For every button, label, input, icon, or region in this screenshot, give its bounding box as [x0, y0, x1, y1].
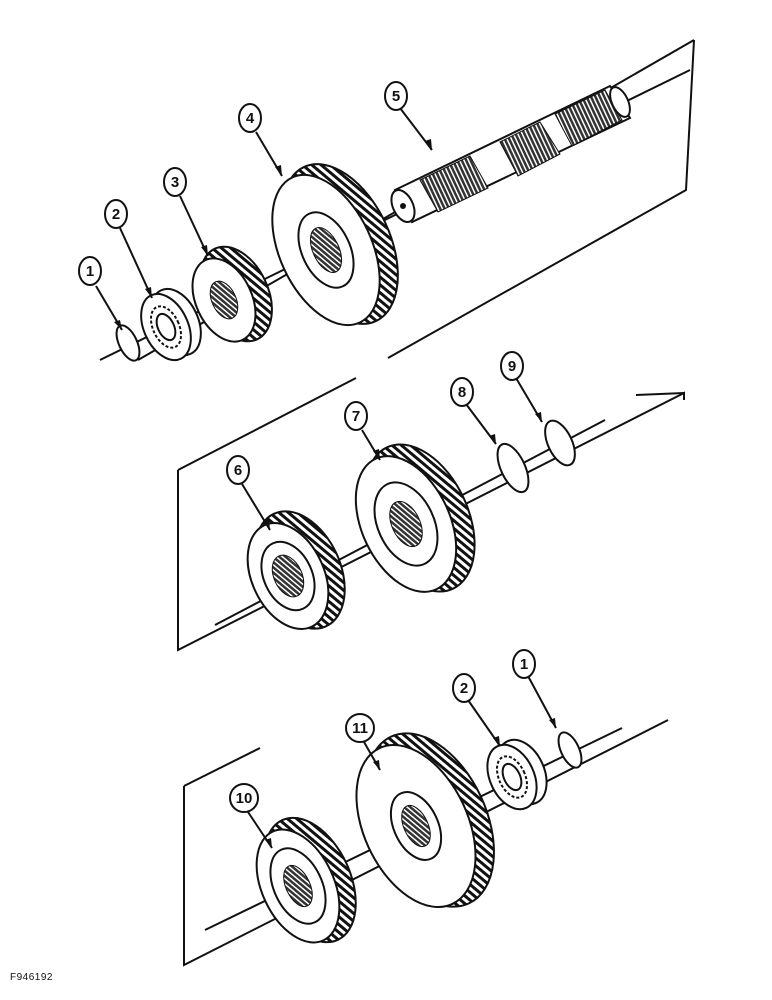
callout-8: 8 [450, 377, 474, 407]
svg-text:7: 7 [352, 408, 360, 425]
plane-line [387, 39, 695, 359]
ball-bearing [486, 738, 548, 811]
gear [354, 443, 476, 593]
svg-text:4: 4 [246, 110, 255, 127]
svg-text:2: 2 [460, 680, 468, 697]
figure-id-label: F946192 [10, 972, 53, 983]
gear [191, 245, 273, 343]
svg-text:1: 1 [86, 263, 94, 280]
plane-line [635, 392, 685, 396]
callout-4: 4 [238, 103, 262, 133]
callout-7: 7 [344, 401, 368, 431]
gear [355, 732, 495, 908]
snap-ring [544, 419, 576, 467]
svg-text:2: 2 [112, 206, 120, 223]
callout-9: 9 [500, 351, 524, 381]
callout-2-bottom: 2 [452, 673, 476, 703]
callout-3: 3 [163, 167, 187, 197]
callout-leaders [95, 107, 557, 849]
callout-10: 10 [229, 783, 259, 813]
svg-text:10: 10 [236, 790, 253, 807]
callout-1-top: 1 [78, 256, 102, 286]
svg-text:5: 5 [392, 88, 400, 105]
plane-line [177, 377, 357, 471]
callout-6: 6 [226, 455, 250, 485]
callout-5: 5 [384, 81, 408, 111]
callout-1-bottom: 1 [512, 649, 536, 679]
callout-11: 11 [345, 713, 375, 743]
output-shaft [390, 84, 632, 224]
snap-ring [496, 442, 530, 494]
svg-text:6: 6 [234, 462, 242, 479]
gear [246, 510, 346, 630]
callout-2-top: 2 [104, 199, 128, 229]
svg-text:3: 3 [171, 174, 179, 191]
svg-text:9: 9 [508, 358, 516, 375]
plane-line [183, 747, 261, 787]
gear [255, 816, 357, 944]
snap-ring [115, 324, 141, 362]
svg-text:8: 8 [458, 384, 466, 401]
gear [271, 163, 399, 327]
svg-text:1: 1 [520, 656, 528, 673]
svg-text:11: 11 [352, 720, 368, 737]
snap-ring [557, 731, 583, 769]
